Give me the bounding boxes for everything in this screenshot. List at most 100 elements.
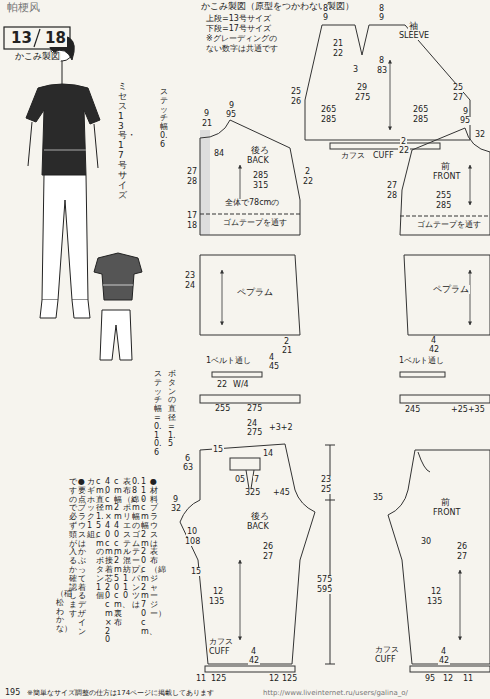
vertical-note: カギホック1組。 [87, 478, 95, 540]
dimension-label: 9 [462, 108, 469, 116]
dimension-label: 11 [462, 675, 474, 683]
dimension-label: 4 [250, 648, 257, 656]
dimension-label: 22 [216, 381, 228, 389]
dimension-label: 95 [424, 675, 436, 683]
dimension-label: 84 [213, 150, 225, 158]
dimension-label: 下段=17号サイズ [205, 25, 272, 33]
dimension-label: 275 [246, 429, 263, 437]
dimension-label: 285 [320, 116, 337, 124]
dimension-label: 26 [290, 98, 302, 106]
dimension-label: BACK [246, 157, 270, 165]
dimension-label: 21 [332, 40, 344, 48]
dimension-label: 95 [225, 111, 237, 119]
dimension-label: ペプラム [236, 288, 274, 297]
dimension-label: 29 [356, 84, 368, 92]
dimension-label: 3 [352, 66, 359, 74]
dimension-label: 285 [252, 172, 269, 180]
woman-figure [26, 36, 142, 360]
dimension-label: 255 [214, 405, 231, 413]
dimension-label: 195 [4, 689, 21, 697]
dimension-label: 25 [452, 84, 464, 92]
dimension-label: ※簡単なサイズ調整の仕方は174ページに掲載してあります [26, 690, 215, 697]
dimension-label: 25 [320, 486, 332, 494]
dimension-label: 285 [412, 116, 429, 124]
vertical-note: 表布（綿・ポリエステル混紡）110 [123, 478, 131, 601]
dimension-label: 27 [452, 94, 464, 102]
dimension-label: 24 [246, 420, 258, 428]
dimension-label: 8 [378, 57, 385, 65]
dimension-label: 42 [438, 657, 450, 665]
dimension-label: FRONT [432, 173, 461, 181]
dimension-label: 27 [386, 182, 398, 190]
vertical-note: ステッチ幅=0.1 0.6 [154, 370, 162, 458]
dimension-label: 23 [320, 476, 332, 484]
dimension-label: 275 [246, 405, 263, 413]
dimension-label: 42 [428, 346, 440, 354]
dimension-label: SLEEVE [398, 32, 430, 40]
dimension-label: 30 [420, 538, 432, 546]
dimension-label: CUFF [208, 648, 231, 656]
dimension-label: ゴムテープを通す [222, 219, 288, 227]
dimension-label: 17 [186, 212, 198, 220]
dimension-label: +45 [272, 489, 291, 497]
dimension-label: 22 [398, 147, 410, 155]
vertical-note: ミセス13号・17号サイズ [118, 82, 127, 201]
dimension-label: 135 [208, 598, 225, 606]
vertical-note: cm、直径1.5cmのボタン1個、 [96, 478, 104, 601]
dimension-label: 4 [268, 354, 275, 362]
dimension-label: 前 [440, 498, 451, 507]
dimension-label: 83 [376, 67, 388, 75]
dimension-label: 125 [210, 675, 227, 683]
dimension-label: 28 [386, 192, 398, 200]
dimension-label: 21 [281, 347, 293, 355]
dimension-label: 125 [281, 675, 298, 683]
dimension-label: ペプラム [432, 285, 470, 294]
watermark: http://www.liveinternet.ru/users/galina_… [262, 690, 409, 697]
dimension-label: 上段=13号サイズ [205, 15, 272, 23]
dimension-label: 25 [290, 88, 302, 96]
dimension-label: 22 [332, 50, 344, 58]
dimension-label: 2 [304, 168, 311, 176]
dimension-label: かこみ製図（原型をつかわない製図） [200, 2, 355, 11]
dimension-label: 9 [378, 14, 385, 22]
dimension-label: 18 [186, 222, 198, 230]
dimension-label: 2 [400, 138, 407, 146]
dimension-label: 35 [372, 494, 384, 502]
vertical-note: 0.8cm幅のゴムテープ。パンツは [132, 478, 140, 610]
dimension-label: +3+2 [268, 424, 294, 432]
dimension-label: かこみ製図 [14, 52, 61, 61]
dimension-label: 575 [316, 576, 333, 584]
dimension-label: 6 [184, 455, 191, 463]
dimension-label: W/4 [232, 381, 250, 389]
dimension-label: 9 [322, 14, 329, 22]
dimension-label: 後ろ [250, 146, 270, 155]
dimension-label: 24 [184, 282, 196, 290]
dimension-label: ※グレーディングの [205, 35, 278, 43]
dimension-label: 63 [182, 464, 194, 472]
dimension-label: 8 [378, 5, 385, 13]
dimension-label: 14 [262, 450, 274, 458]
dimension-label: CUFF [372, 152, 395, 160]
dimension-label: 18 [44, 31, 67, 47]
dimension-label: 7 [253, 476, 260, 484]
dimension-label: 22 [302, 178, 314, 186]
dimension-label: 12 [212, 588, 224, 596]
dimension-label: BACK [246, 523, 270, 531]
dimension-label: 23 [184, 272, 196, 280]
dimension-label: 595 [316, 586, 333, 594]
dimension-label: 108 [184, 538, 201, 546]
dimension-label: 325 [244, 489, 261, 497]
dimension-label: 285 [435, 202, 452, 210]
dimension-label: 9 [203, 110, 210, 118]
vertical-note: ステッチ幅0.6 [160, 88, 168, 150]
vertical-note: 110cm幅2m20cm・2m70cm、 [141, 478, 149, 636]
dimension-label: 2 [283, 338, 290, 346]
dimension-label: 15 [212, 446, 224, 454]
pattern-outlines [180, 25, 490, 672]
dimension-label: 4 [430, 337, 437, 345]
dimension-label: 27 [456, 553, 468, 561]
dimension-label: 12 [430, 588, 442, 596]
dimension-label: +25+35 [450, 406, 486, 414]
dimension-label: 95 [459, 117, 471, 125]
vertical-note: 40cm×40cm、接着芯20cm×20 [105, 478, 113, 645]
